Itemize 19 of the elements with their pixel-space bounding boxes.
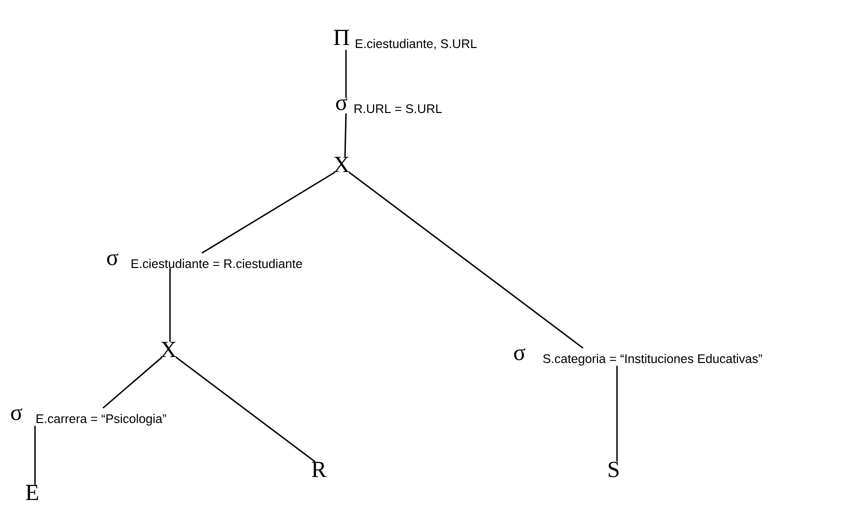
tree-line: [102, 356, 162, 409]
operator-label: σ E.ciestudiante = R.ciestudiante: [107, 253, 302, 268]
relation-label: E: [26, 484, 38, 500]
relation-label: R: [312, 462, 326, 477]
operator-label: Π E.ciestudiante, S.URL: [334, 30, 477, 50]
tree-line: [34, 426, 36, 485]
tree-line: [176, 356, 316, 462]
tree-line: [616, 366, 618, 462]
relation-label: S: [608, 462, 619, 478]
operator-label: σ S.categoria = “Instituciones Educativas”: [514, 348, 762, 366]
join-symbol: X: [334, 156, 350, 172]
tree-line: [345, 50, 347, 98]
tree-line: [169, 268, 171, 342]
join-symbol: X: [160, 342, 176, 357]
tree-line: [202, 172, 336, 254]
operator-label: σ E.carrera = “Psicologia”: [11, 408, 166, 426]
operator-label: σ R.URL = S.URL: [336, 98, 442, 114]
tree-line: [348, 172, 584, 349]
tree-line: [344, 113, 347, 157]
